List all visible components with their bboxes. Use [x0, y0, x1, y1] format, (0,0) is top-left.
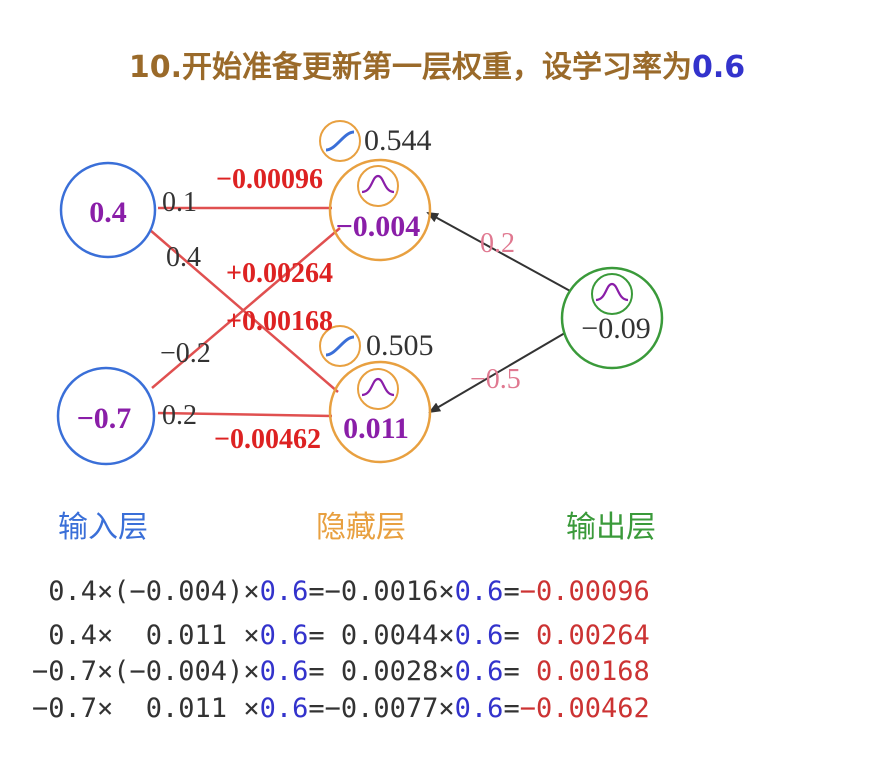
- eq-lr: 0.6: [259, 620, 309, 651]
- hidden-layer-label: 隐藏层: [316, 510, 406, 545]
- eq-lr: 0.6: [454, 620, 504, 651]
- eq-result: 0.00264: [535, 620, 650, 651]
- eq-term: =: [503, 656, 536, 687]
- eq-lr: 0.6: [454, 576, 504, 607]
- eq-result: 0.00168: [535, 656, 650, 687]
- equation-row: −0.7×(−0.004)×0.6= 0.0028×0.6= 0.00168: [32, 656, 650, 687]
- eq-lr: 0.6: [259, 576, 309, 607]
- title-learning-rate: 0.6: [692, 50, 746, 85]
- eq-term: 0.4×(−0.004)×: [32, 576, 260, 607]
- eq-term: 0.4× 0.011 ×: [32, 620, 260, 651]
- eq-term: =: [503, 620, 536, 651]
- edge-o-h1: [426, 212, 573, 293]
- hidden-node-2: [328, 360, 432, 464]
- eq-term: =−0.0077×: [308, 693, 455, 724]
- eq-term: =: [503, 576, 520, 607]
- edge-i2-h2: [157, 411, 333, 418]
- title-text: 10.开始准备更新第一层权重，设学习率为: [128, 50, 692, 85]
- derivative-icon: [357, 165, 399, 207]
- derivative-icon: [361, 174, 395, 194]
- derivative-icon: [357, 368, 399, 410]
- sigmoid-icon: [325, 130, 355, 152]
- eq-lr: 0.6: [454, 656, 504, 687]
- eq-term: = 0.0028×: [308, 656, 455, 687]
- hidden-node-1: [328, 158, 432, 262]
- eq-lr: 0.6: [454, 693, 504, 724]
- equation-row: −0.7× 0.011 ×0.6=−0.0077×0.6=−0.00462: [32, 693, 650, 724]
- output-layer-label: 输出层: [566, 510, 656, 545]
- output-node: [560, 266, 664, 370]
- derivative-icon: [591, 273, 633, 315]
- weight-i2-h1: −0.2: [160, 338, 211, 369]
- hidden-delta-1: −0.004: [336, 210, 421, 243]
- eq-term: = 0.0044×: [308, 620, 455, 651]
- eq-term: −0.7× 0.011 ×: [32, 693, 260, 724]
- input-value-2: −0.7: [77, 402, 132, 435]
- output-delta: −0.09: [581, 312, 650, 345]
- eq-lr: 0.6: [259, 693, 309, 724]
- update-i1-h1: −0.00096: [216, 164, 323, 195]
- update-i1-h2: +0.00264: [226, 258, 333, 289]
- hidden-output-2: 0.505: [366, 329, 434, 362]
- derivative-icon: [361, 377, 395, 397]
- equation-row: 0.4×(−0.004)×0.6=−0.0016×0.6=−0.00096: [32, 576, 650, 607]
- hidden-delta-2: 0.011: [343, 412, 409, 445]
- eq-term: =: [503, 693, 520, 724]
- input-value-1: 0.4: [89, 196, 127, 229]
- weight-i1-h1: 0.1: [162, 187, 197, 218]
- eq-term: −0.7×(−0.004)×: [32, 656, 260, 687]
- input-node-2: [56, 366, 156, 466]
- equation-row: 0.4× 0.011 ×0.6= 0.0044×0.6= 0.00264: [32, 620, 650, 651]
- weight-h1-o: 0.2: [480, 228, 515, 259]
- edge-o-h2: [428, 329, 571, 414]
- eq-result: −0.00096: [519, 576, 650, 607]
- page-title: 10.开始准备更新第一层权重，设学习率为0.6: [0, 42, 874, 86]
- eq-result: −0.00462: [519, 693, 650, 724]
- update-i2-h1: +0.00168: [226, 306, 333, 337]
- weight-h2-o: −0.5: [470, 364, 521, 395]
- input-node-1: [59, 161, 157, 259]
- input-layer-label: 输入层: [58, 510, 148, 545]
- update-i2-h2: −0.00462: [214, 424, 321, 455]
- weight-i1-h2: 0.4: [166, 242, 201, 273]
- hidden-output-1: 0.544: [364, 124, 432, 157]
- derivative-icon: [595, 282, 629, 302]
- edge-i2-h1: [151, 227, 341, 389]
- sigmoid-icon: [325, 335, 355, 357]
- eq-term: =−0.0016×: [308, 576, 455, 607]
- weight-i2-h2: 0.2: [162, 400, 197, 431]
- eq-lr: 0.6: [259, 656, 309, 687]
